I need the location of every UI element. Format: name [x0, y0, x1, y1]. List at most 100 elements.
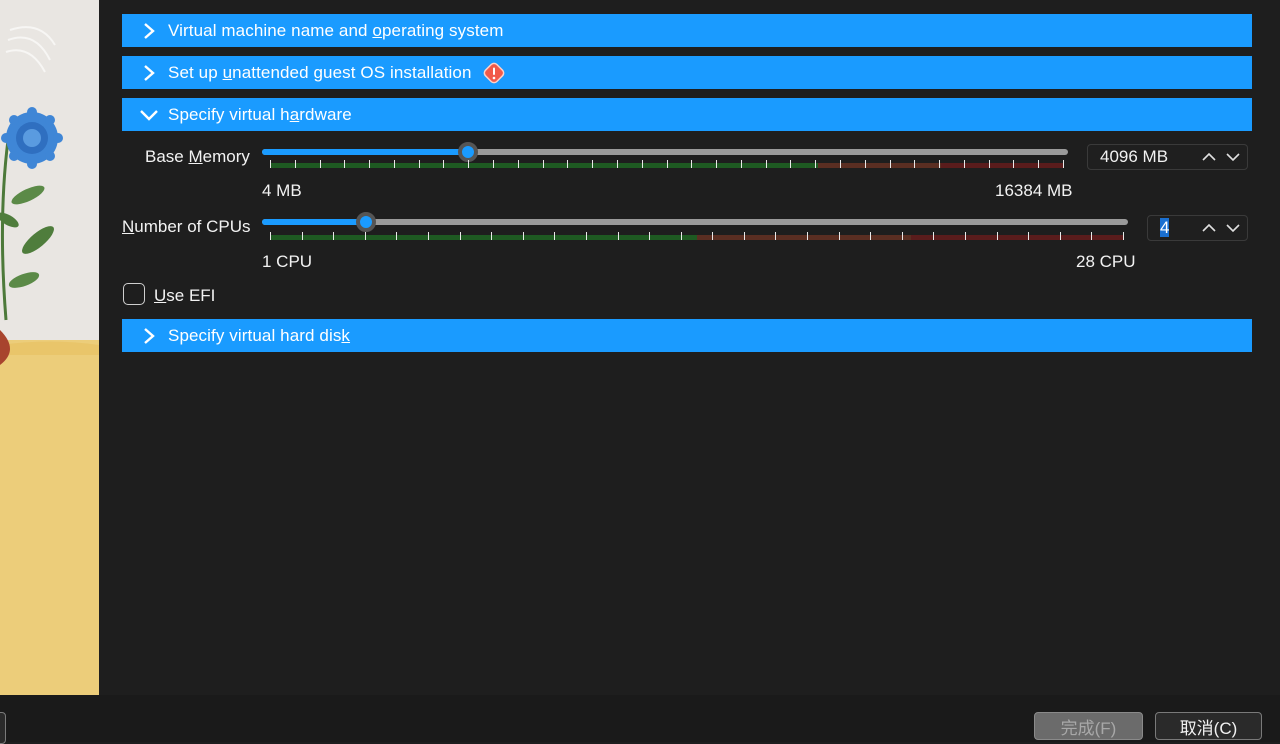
scale-tick — [419, 160, 420, 168]
chevron-right-icon — [138, 20, 160, 42]
cancel-button[interactable]: 取消(C) — [1155, 712, 1262, 740]
scale-tick — [320, 160, 321, 168]
scale-tick — [554, 232, 555, 240]
section-unattended-install[interactable]: Set up unattended guest OS installation — [122, 56, 1252, 89]
scale-tick — [333, 232, 334, 240]
base-memory-spinbox[interactable]: 4096 MB — [1087, 144, 1248, 170]
safe-zone — [270, 163, 818, 168]
scale-tick — [493, 160, 494, 168]
cpu-count-spinbox[interactable]: 4 — [1147, 215, 1248, 241]
scale-tick — [815, 160, 816, 168]
wizard-illustration — [0, 0, 99, 695]
safe-zone — [270, 235, 697, 240]
danger-zone — [941, 163, 1064, 168]
slider-handle[interactable] — [458, 142, 478, 162]
chevron-up-icon[interactable] — [1201, 223, 1217, 233]
section-virtual-hard-disk[interactable]: Specify virtual hard disk — [122, 319, 1252, 352]
scale-tick — [989, 160, 990, 168]
scale-tick — [1123, 232, 1124, 240]
scale-tick — [902, 232, 903, 240]
cpu-count-value[interactable]: 4 — [1148, 218, 1201, 238]
scale-tick — [649, 232, 650, 240]
use-efi-label[interactable]: Use EFI — [154, 286, 216, 305]
scale-tick — [691, 160, 692, 168]
scale-tick — [302, 232, 303, 240]
section-vm-name-os[interactable]: Virtual machine name and operating syste… — [122, 14, 1252, 47]
slider-handle[interactable] — [356, 212, 376, 232]
scale-tick — [618, 232, 619, 240]
chevron-down-icon — [138, 104, 160, 126]
scale-tick — [914, 160, 915, 168]
base-memory-slider[interactable] — [262, 142, 1068, 162]
cpu-count-label: Number of CPUs — [122, 217, 251, 236]
scale-tick — [1060, 232, 1061, 240]
scale-tick — [939, 160, 940, 168]
memory-min-label: 4 MB — [262, 181, 302, 200]
chevron-up-icon[interactable] — [1201, 152, 1217, 162]
scale-tick — [865, 160, 866, 168]
scale-tick — [586, 232, 587, 240]
chevron-right-icon — [138, 62, 160, 84]
finish-button[interactable]: 完成(F) — [1034, 712, 1143, 740]
base-memory-scale — [270, 160, 1064, 168]
scale-tick — [394, 160, 395, 168]
warning-icon — [482, 61, 506, 85]
chevron-down-icon[interactable] — [1225, 223, 1241, 233]
scale-tick — [270, 160, 271, 168]
memory-max-label: 16384 MB — [995, 181, 1073, 200]
chevron-down-icon[interactable] — [1225, 152, 1241, 162]
scale-tick — [964, 160, 965, 168]
scale-tick — [744, 232, 745, 240]
use-efi-checkbox[interactable] — [123, 283, 145, 305]
scale-tick — [295, 160, 296, 168]
warn-zone — [697, 235, 911, 240]
chevron-right-icon — [138, 325, 160, 347]
scale-tick — [468, 160, 469, 168]
scale-tick — [681, 232, 682, 240]
scale-tick — [1063, 160, 1064, 168]
section-virtual-hardware[interactable]: Specify virtual hardware — [122, 98, 1252, 131]
scale-tick — [965, 232, 966, 240]
slider-fill — [262, 219, 366, 225]
scale-tick — [716, 160, 717, 168]
scale-tick — [543, 160, 544, 168]
mnemonic-letter: M — [188, 147, 203, 166]
scale-tick — [997, 232, 998, 240]
base-memory-value[interactable]: 4096 MB — [1100, 147, 1169, 166]
cpu-count-slider[interactable] — [262, 212, 1128, 232]
scale-tick — [667, 160, 668, 168]
scale-tick — [1091, 232, 1092, 240]
cpu-label-rest: umber of CPUs — [134, 217, 251, 236]
mnemonic-letter: u — [222, 62, 233, 82]
scale-tick — [396, 232, 397, 240]
scale-tick — [369, 160, 370, 168]
warn-zone — [818, 163, 941, 168]
mnemonic-letter: U — [154, 286, 167, 305]
scale-tick — [491, 232, 492, 240]
help-button[interactable] — [0, 712, 6, 744]
mnemonic-letter: k — [341, 325, 351, 345]
section-title: Virtual machine name and operating syste… — [168, 20, 504, 40]
scale-tick — [617, 160, 618, 168]
mnemonic-letter: o — [372, 20, 382, 40]
scale-tick — [840, 160, 841, 168]
scale-tick — [567, 160, 568, 168]
slider-fill — [262, 149, 468, 155]
scale-tick — [775, 232, 776, 240]
scale-tick — [523, 232, 524, 240]
scale-tick — [460, 232, 461, 240]
scale-tick — [807, 232, 808, 240]
scale-tick — [741, 160, 742, 168]
scale-tick — [592, 160, 593, 168]
cpu-count-scale — [270, 232, 1124, 240]
base-memory-label: Base Memory — [145, 147, 250, 166]
scale-tick — [933, 232, 934, 240]
scale-tick — [870, 232, 871, 240]
scale-tick — [1013, 160, 1014, 168]
scale-tick — [1028, 232, 1029, 240]
cpu-max-label: 28 CPU — [1076, 252, 1136, 271]
scale-tick — [518, 160, 519, 168]
scale-tick — [1038, 160, 1039, 168]
mnemonic-letter: a — [289, 104, 300, 124]
section-title: Specify virtual hardware — [168, 104, 352, 124]
